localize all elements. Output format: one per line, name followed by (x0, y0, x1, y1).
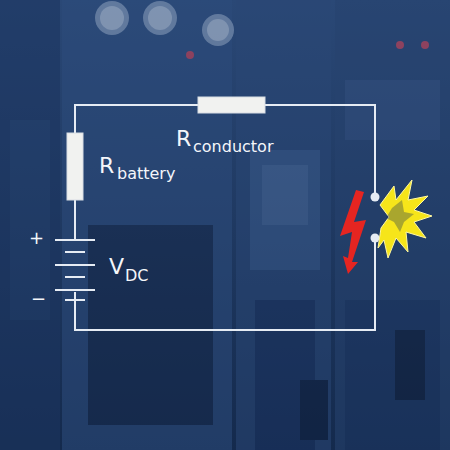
battery-symbol (55, 239, 95, 241)
circuit-wires (75, 242, 375, 330)
resistor-subscript: conductor (193, 139, 273, 155)
switchgear-panels (300, 380, 328, 440)
circuit-wires (75, 105, 375, 330)
battery-symbol (65, 251, 85, 253)
switchgear-panels (88, 225, 213, 425)
source-subscript: DC (125, 268, 149, 284)
circuit-wires (265, 105, 375, 193)
switchgear-panels (62, 0, 232, 450)
switchgear-panels (186, 51, 194, 59)
switchgear-panels (250, 150, 320, 270)
spark-core (386, 200, 414, 232)
resistor-symbol (67, 133, 83, 200)
switchgear-panels (262, 165, 308, 225)
polarity-sign: − (31, 290, 46, 308)
battery-symbol (74, 292, 76, 300)
switchgear-panels (421, 41, 429, 49)
open-terminal (371, 193, 380, 202)
switchgear-panels (202, 14, 234, 46)
switchgear-panels (143, 1, 177, 35)
spark-burst (378, 180, 432, 258)
resistor-name: R (99, 155, 114, 177)
battery-symbol (55, 289, 95, 291)
resistor-name: R (176, 128, 191, 150)
switchgear-panels (0, 0, 60, 450)
switchgear-panels (335, 0, 450, 450)
switchgear-panels (395, 330, 425, 400)
switchgear-panels (207, 19, 229, 41)
switchgear-panels (396, 41, 404, 49)
switchgear-panels (345, 80, 440, 140)
switchgear-panels (100, 6, 124, 30)
switchgear-panels (236, 0, 331, 450)
polarity-sign: + (29, 229, 44, 247)
switchgear-panels (95, 1, 129, 35)
resistor-symbol (198, 97, 265, 113)
switchgear-panels (148, 6, 172, 30)
switchgear-panels (10, 120, 50, 320)
switchgear-panels (345, 300, 440, 450)
lightning-bolt (340, 190, 366, 274)
open-terminal (371, 234, 380, 243)
resistor-subscript: battery (117, 166, 175, 182)
battery-symbol (55, 264, 95, 266)
battery-symbol (65, 276, 85, 278)
battery-symbol (55, 240, 95, 300)
source-name: V (109, 256, 124, 278)
circuit-wires (74, 200, 76, 240)
